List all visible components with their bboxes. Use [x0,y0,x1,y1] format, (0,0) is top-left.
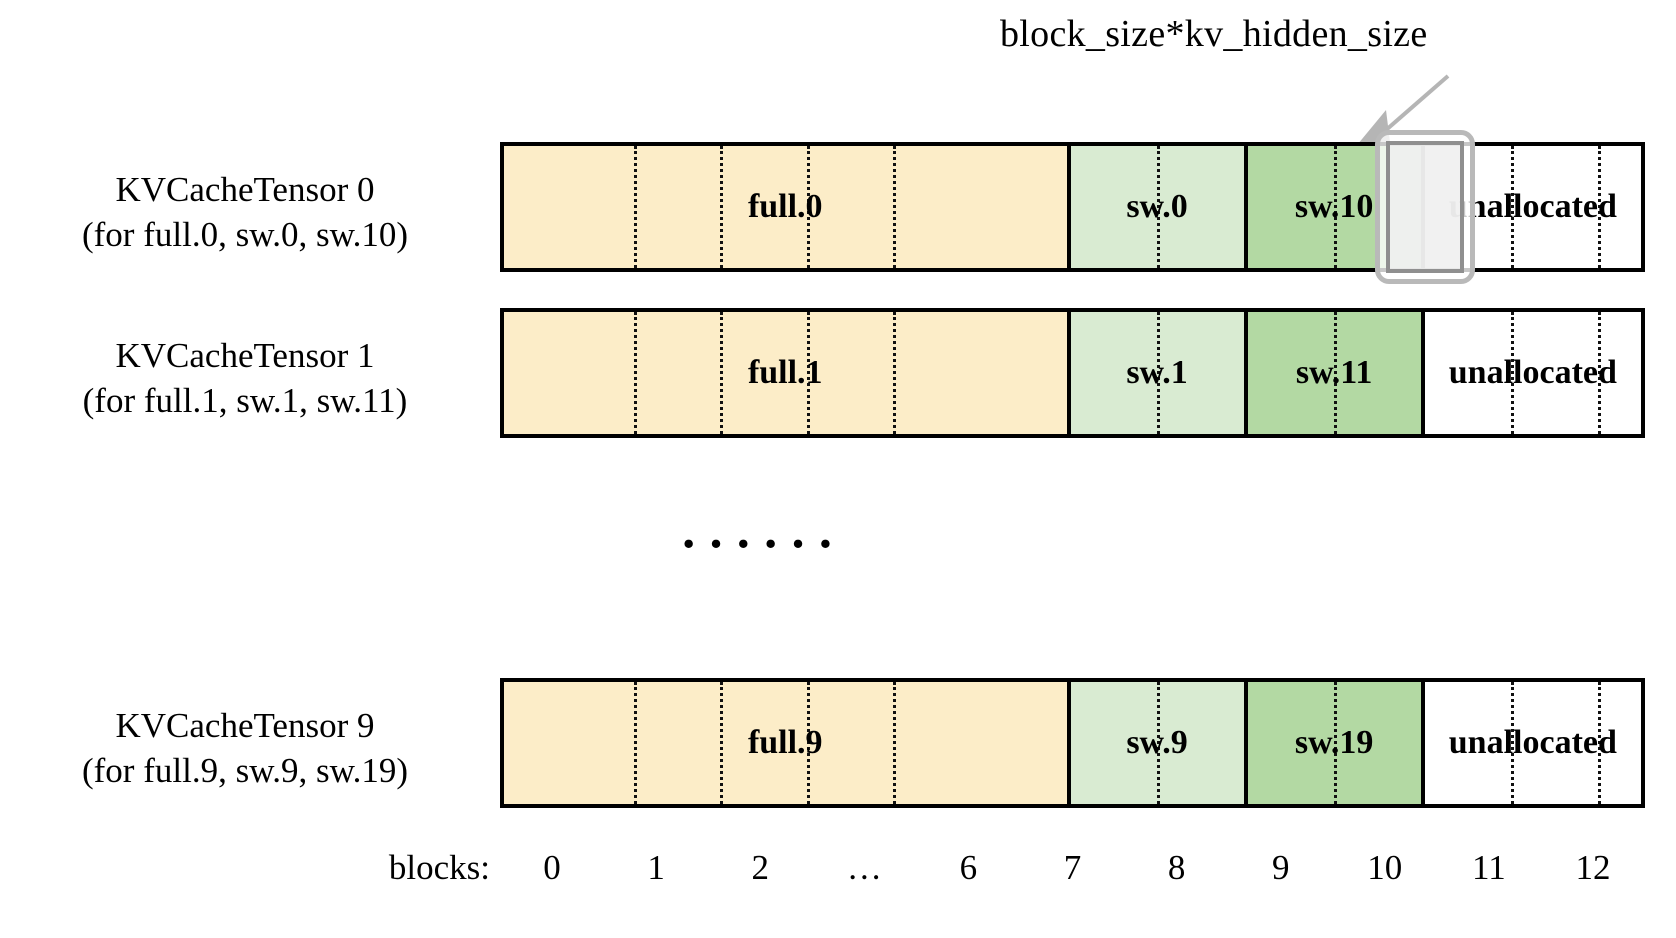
axis-tick: 0 [543,848,561,887]
segment-label: sw.9 [1126,724,1188,761]
row-subtitle-9: (for full.9, sw.9, sw.19) [82,750,408,790]
segment-full-0[interactable]: full.0 [504,146,1071,268]
segment-label: sw.11 [1295,354,1373,391]
tensor-bar-9[interactable]: full.9 sw.9 sw.19 unallocated [500,678,1645,808]
segment-unallocated-9[interactable]: unallocated [1424,682,1641,804]
segment-sw-light-9[interactable]: sw.9 [1070,682,1248,804]
axis-tick: … [846,848,882,887]
row-title-1: KVCacheTensor 1 [115,336,375,375]
block-highlight-inner [1386,141,1464,273]
segment-label: unallocated [1448,354,1617,392]
tensor-bar-1[interactable]: full.1 sw.1 sw.11 unallocated [500,308,1645,438]
segment-sw-light-1[interactable]: sw.1 [1070,312,1248,434]
segment-label: unallocated [1448,724,1617,762]
axis-tick: 7 [1063,848,1082,887]
axis-caption: blocks: [388,848,490,887]
axis-tick: 11 [1472,848,1506,887]
annotation-label: block_size*kv_hidden_size [1000,13,1428,55]
row-label-1: KVCacheTensor 1 (for full.1, sw.1, sw.11… [10,334,480,424]
row-subtitle-1: (for full.1, sw.1, sw.11) [82,380,408,420]
segment-sw-dark-1[interactable]: sw.11 [1247,312,1425,434]
axis-tick: 12 [1575,848,1611,887]
segment-label: sw.10 [1294,188,1374,225]
axis-tick: 6 [959,848,978,887]
segment-label: full.1 [747,354,823,391]
axis-tick: 2 [751,848,769,887]
segment-label: sw.1 [1126,354,1188,391]
segment-label: sw.19 [1294,724,1374,761]
axis-tick: 8 [1167,848,1186,887]
segment-sw-dark-9[interactable]: sw.19 [1247,682,1425,804]
segment-label: unallocated [1448,188,1617,226]
segment-sw-light-0[interactable]: sw.0 [1070,146,1248,268]
segment-unallocated-1[interactable]: unallocated [1424,312,1641,434]
segment-full-9[interactable]: full.9 [504,682,1071,804]
segment-label: full.0 [747,188,823,225]
axis-tick: 10 [1367,848,1403,887]
blocks-axis: 0 1 2 … 6 7 8 9 10 11 12 [500,848,1645,894]
axis-tick: 9 [1271,848,1290,887]
rows-ellipsis: ······ [680,516,845,573]
row-subtitle-0: (for full.0, sw.0, sw.10) [82,214,408,254]
row-title-9: KVCacheTensor 9 [115,706,375,745]
segment-label: sw.0 [1126,188,1188,225]
row-label-9: KVCacheTensor 9 (for full.9, sw.9, sw.19… [10,704,480,794]
row-title-0: KVCacheTensor 0 [115,170,375,209]
block-highlight-box[interactable] [1375,130,1475,284]
segment-label: full.9 [747,724,823,761]
row-label-0: KVCacheTensor 0 (for full.0, sw.0, sw.10… [10,168,480,258]
axis-tick: 1 [647,848,665,887]
segment-full-1[interactable]: full.1 [504,312,1071,434]
